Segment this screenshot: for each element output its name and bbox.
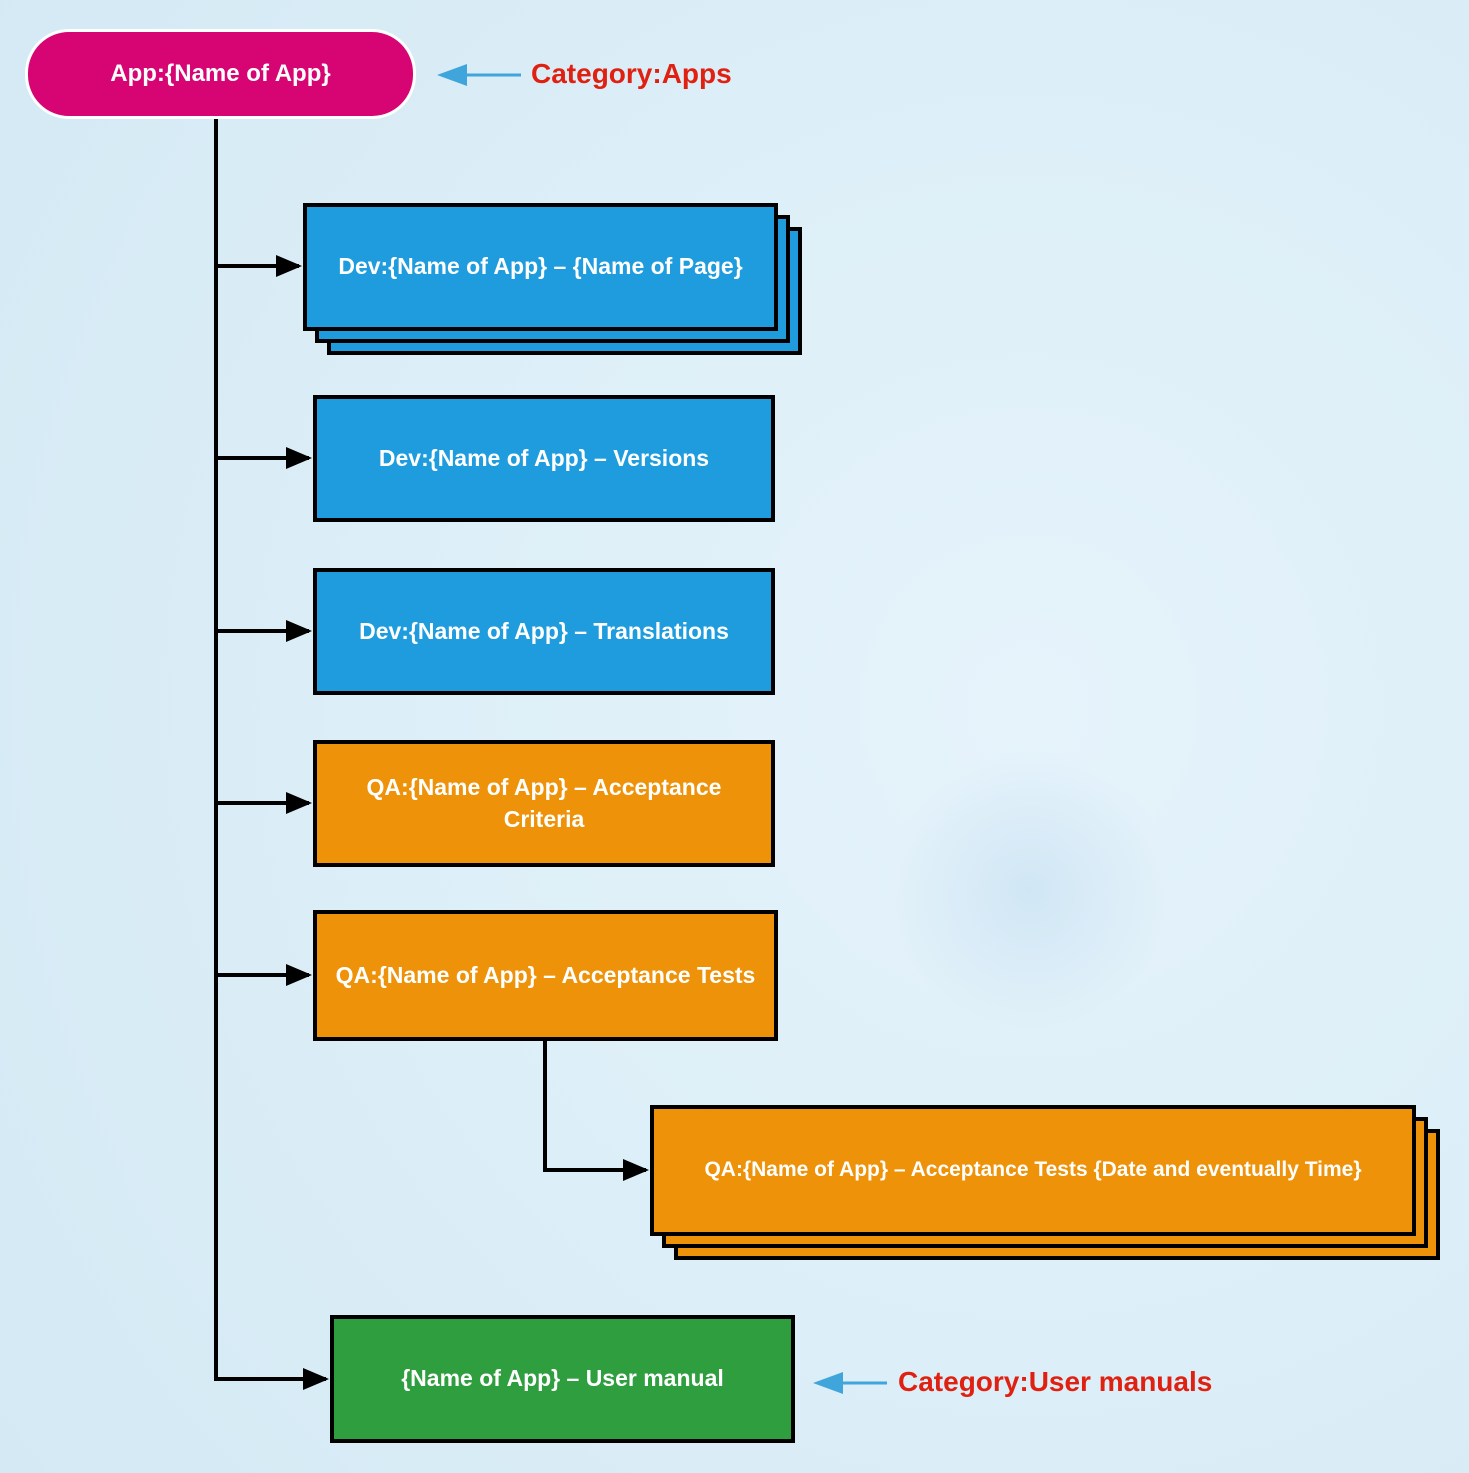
- node-label: Dev:{Name of App} – {Name of Page}: [338, 253, 743, 280]
- node-qa-tests-date: QA:{Name of App} – Acceptance Tests {Dat…: [650, 1105, 1416, 1236]
- node-dev-translations: Dev:{Name of App} – Translations: [313, 568, 775, 695]
- node-label: QA:{Name of App} – Acceptance Tests {Dat…: [704, 1158, 1362, 1182]
- node-label: QA:{Name of App} – Acceptance Tests: [335, 961, 756, 988]
- node-qa-tests-date-stack: QA:{Name of App} – Acceptance Tests {Dat…: [650, 1105, 1440, 1260]
- connector-qa-tests-to-qa-tests-date: [543, 1041, 649, 1181]
- node-label: Dev:{Name of App} – Versions: [378, 444, 710, 471]
- node-app-root: App:{Name of App}: [25, 29, 416, 119]
- annotation-category-apps: Category:Apps: [531, 58, 732, 89]
- node-dev-page: Dev:{Name of App} – {Name of Page}: [303, 203, 778, 331]
- node-label: Dev:{Name of App} – Translations: [359, 617, 729, 644]
- node-label: QA:{Name of App} – Acceptance Criteria: [366, 774, 722, 832]
- connector-root-to-user-manual: [214, 112, 329, 1390]
- node-dev-page-stack: Dev:{Name of App} – {Name of Page}: [303, 203, 802, 355]
- node-qa-criteria: QA:{Name of App} – Acceptance Criteria: [313, 740, 775, 867]
- node-user-manual: {Name of App} – User manual: [330, 1315, 795, 1443]
- node-dev-versions: Dev:{Name of App} – Versions: [313, 395, 775, 522]
- node-qa-tests: QA:{Name of App} – Acceptance Tests: [313, 910, 778, 1041]
- annotation-category-user-manuals: Category:User manuals: [898, 1366, 1213, 1397]
- node-label: App:{Name of App}: [110, 60, 331, 87]
- node-label: {Name of App} – User manual: [401, 1365, 724, 1392]
